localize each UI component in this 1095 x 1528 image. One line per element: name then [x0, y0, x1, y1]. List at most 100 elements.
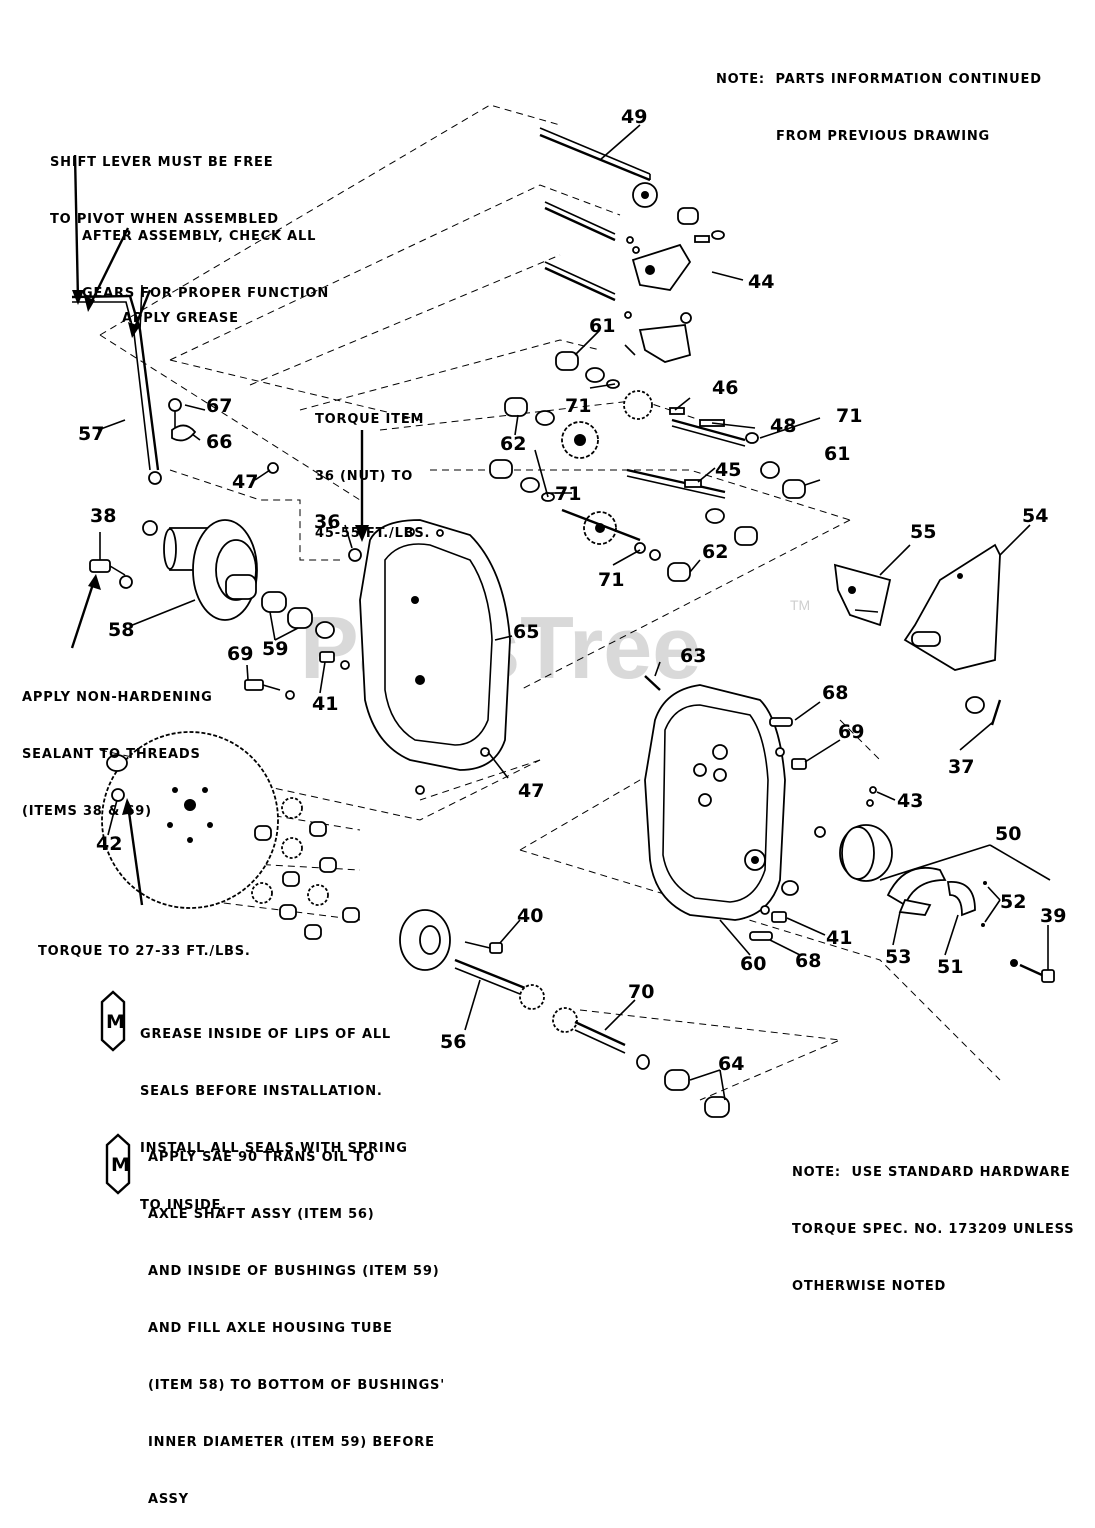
callout-69-b: 69 — [838, 721, 864, 743]
callout-57: 57 — [78, 423, 104, 445]
spacer-62 — [504, 397, 528, 417]
callout-71-d: 71 — [598, 569, 624, 591]
note-grease-seals: GREASE INSIDE OF LIPS OF ALL SEALS BEFOR… — [140, 1027, 408, 1213]
axle-shaft-70 — [552, 1007, 626, 1054]
note-apply-grease: APPLY GREASE — [122, 311, 239, 326]
bushing-64-b — [704, 1096, 730, 1118]
case-half-60 — [644, 684, 786, 921]
callout-47-b: 47 — [518, 780, 544, 802]
shift-fork-lower — [624, 311, 692, 363]
screw-38 — [89, 559, 126, 576]
exploded-parts-diagram: PartsTree TM — [70, 104, 1066, 1195]
note-trans-oil: APPLY SAE 90 TRANS OIL TO AXLE SHAFT ASS… — [148, 1150, 445, 1507]
pin-68-top — [769, 717, 793, 727]
bushing-64-a — [664, 1069, 690, 1091]
callout-41-b: 41 — [826, 927, 852, 949]
brake-shoe-51 — [946, 881, 976, 917]
bracket-55 — [833, 563, 892, 627]
note-after-assembly: AFTER ASSEMBLY, CHECK ALL GEARS FOR PROP… — [82, 229, 330, 301]
callout-40: 40 — [517, 905, 543, 927]
note-standard-hardware: NOTE: USE STANDARD HARDWARE TORQUE SPEC.… — [792, 1165, 1075, 1294]
bolt-41 — [319, 651, 350, 670]
washer-71-b — [745, 432, 759, 444]
svg-text:M: M — [106, 1011, 125, 1033]
bolt-39 — [1010, 959, 1055, 983]
note-parts-continued: NOTE: PARTS INFORMATION CONTINUED FROM P… — [716, 72, 1042, 144]
note-torque-gear: TORQUE TO 27-33 FT./LBS. — [38, 944, 251, 959]
callout-68-a: 68 — [822, 682, 848, 704]
bolt-69-left — [244, 679, 295, 700]
callout-51: 51 — [937, 956, 963, 978]
callout-67: 67 — [206, 395, 232, 417]
shaft-upper-2 — [544, 201, 616, 242]
bracket-54 — [903, 543, 1001, 671]
svg-text:M: M — [111, 1154, 130, 1176]
spacer-62-c — [667, 562, 691, 582]
callout-71-c: 71 — [555, 483, 581, 505]
callout-66: 66 — [206, 431, 232, 453]
pin-63 — [644, 675, 661, 691]
callout-59: 59 — [262, 638, 288, 660]
axle-shaft-56 — [454, 958, 545, 1010]
nut-47 — [267, 462, 279, 474]
sprocket-large — [101, 731, 279, 909]
callout-56: 56 — [440, 1031, 466, 1053]
callout-64: 64 — [718, 1053, 744, 1075]
sprocket-center — [561, 390, 653, 545]
gear-top — [632, 182, 658, 208]
washer-37 — [965, 696, 985, 714]
note-torque-item-36: TORQUE ITEM 36 (NUT) TO 45-55 FT./LBS. — [315, 412, 431, 541]
callout-71-b: 71 — [836, 405, 862, 427]
brake-band-53 — [886, 866, 947, 916]
callout-65: 65 — [513, 621, 539, 643]
callout-62-a: 62 — [500, 433, 526, 455]
callout-69-a: 69 — [227, 643, 253, 665]
callout-36: 36 — [314, 511, 340, 533]
case-half-65 — [348, 519, 511, 795]
spacer-61-b — [782, 479, 806, 499]
callout-68-b: 68 — [795, 950, 821, 972]
callout-61-b: 61 — [824, 443, 850, 465]
shaft-48 — [671, 418, 746, 447]
ball-43 — [869, 786, 877, 794]
pin-68-bottom — [749, 931, 773, 941]
callout-62-b: 62 — [702, 541, 728, 563]
center-shaft — [561, 508, 641, 542]
callout-53: 53 — [885, 946, 911, 968]
callout-45: 45 — [715, 459, 741, 481]
axle-housing-58 — [119, 519, 258, 621]
screw-37 — [990, 699, 1002, 726]
shift-lever-57 — [71, 284, 162, 485]
callout-60: 60 — [740, 953, 766, 975]
shaft-upper-3 — [544, 261, 616, 302]
callout-55: 55 — [910, 521, 936, 543]
callout-49: 49 — [621, 106, 647, 128]
brake-drum — [839, 824, 893, 882]
pin-52 — [983, 881, 987, 885]
spacer-62-b — [489, 459, 513, 479]
callout-42: 42 — [96, 833, 122, 855]
callout-50: 50 — [995, 823, 1021, 845]
leader-lines — [97, 124, 1051, 1101]
callout-70: 70 — [628, 981, 654, 1003]
callout-37: 37 — [948, 756, 974, 778]
washer-64 — [636, 1054, 650, 1070]
washer-b — [760, 461, 780, 479]
note-shift-lever: SHIFT LEVER MUST BE FREE TO PIVOT WHEN A… — [50, 155, 279, 227]
washer — [585, 367, 605, 383]
nut-42 — [111, 788, 125, 802]
pin-45 — [684, 479, 702, 488]
watermark-tm: TM — [790, 597, 810, 613]
callout-38: 38 — [90, 505, 116, 527]
callout-52: 52 — [1000, 891, 1026, 913]
bushing-top — [677, 207, 725, 240]
callout-48: 48 — [770, 415, 796, 437]
callout-numbers: 49 44 61 67 66 71 46 48 71 62 61 45 57 4… — [78, 106, 1066, 1075]
note-sealant: APPLY NON-HARDENING SEALANT TO THREADS (… — [22, 690, 213, 819]
clip-66 — [171, 424, 197, 442]
bolt-41-right — [771, 911, 787, 923]
callout-43: 43 — [897, 790, 923, 812]
callout-61: 61 — [589, 315, 615, 337]
washer-left — [106, 754, 128, 772]
m-symbol-oil: M — [105, 1133, 131, 1195]
